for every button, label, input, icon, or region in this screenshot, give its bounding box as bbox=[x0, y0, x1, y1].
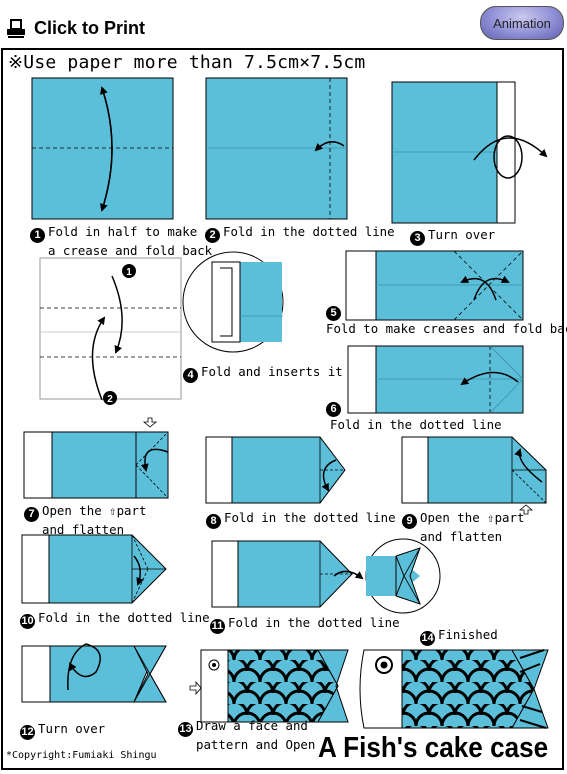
step-4-diagram: 1 2 bbox=[39, 251, 284, 405]
page-title: A Fish's cake case bbox=[318, 732, 549, 764]
step-1-diagram bbox=[31, 77, 174, 220]
step-13-diagram bbox=[189, 649, 349, 723]
print-link[interactable]: Click to Print bbox=[6, 18, 145, 39]
step-9-diagram bbox=[401, 436, 547, 515]
step-5-diagram bbox=[345, 250, 524, 321]
paper-size-note: ※Use paper more than 7.5cm×7.5cm bbox=[8, 52, 366, 73]
step-6-diagram bbox=[347, 345, 524, 414]
step-2-diagram bbox=[205, 77, 348, 220]
copyright-note: *Copyright:Fumiaki Shingu bbox=[6, 750, 157, 761]
animation-button[interactable]: Animation bbox=[480, 6, 564, 40]
step-7-diagram bbox=[23, 417, 169, 499]
print-label: Click to Print bbox=[34, 18, 146, 38]
step-12-diagram bbox=[21, 643, 167, 703]
instruction-frame bbox=[1, 48, 564, 770]
step-11-diagram bbox=[211, 538, 441, 614]
step-10-diagram bbox=[21, 534, 167, 604]
mark-1: 1 bbox=[126, 267, 132, 278]
step-6-label: 6 Fold in the dotted line bbox=[326, 398, 502, 432]
printer-icon bbox=[7, 18, 25, 38]
mark-2: 2 bbox=[107, 394, 113, 405]
step-3-diagram bbox=[391, 81, 548, 224]
step-8-diagram bbox=[205, 436, 346, 504]
step-14-diagram bbox=[359, 649, 549, 729]
step-5-label: 5 Fold to make creases and fold back bbox=[326, 306, 567, 336]
top-bar: Click to Print Animation bbox=[0, 0, 567, 48]
